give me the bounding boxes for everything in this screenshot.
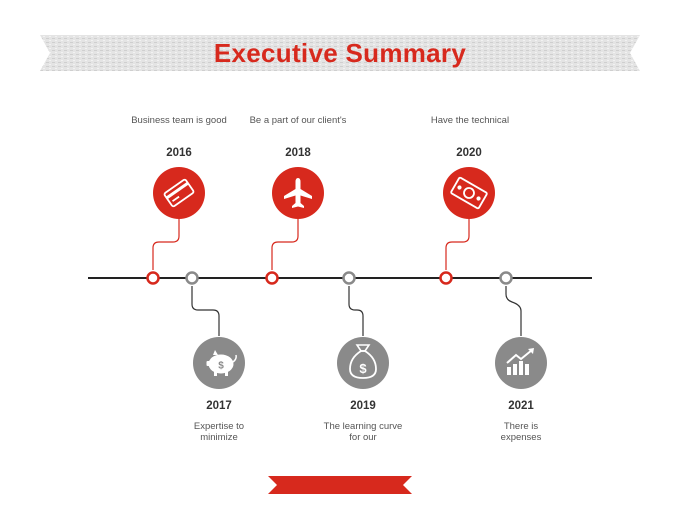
node-2016 <box>146 271 160 285</box>
connector-2020 <box>445 218 470 270</box>
connector-2016 <box>152 218 180 270</box>
milestone-text-2018: Be a part of our client's <box>249 115 347 126</box>
milestone-text-2019: The learning curve for our <box>323 421 403 443</box>
growth-chart-icon <box>495 337 547 389</box>
milestone-text-2021: There is expenses <box>500 421 542 443</box>
milestone-text-2017: Expertise to minimize <box>193 421 245 443</box>
connector-2018 <box>271 218 299 270</box>
svg-text:$: $ <box>218 361 224 372</box>
piggy-bank-icon: $ <box>193 337 245 389</box>
milestone-year-2021: 2021 <box>508 400 534 412</box>
credit-card-icon <box>153 167 205 219</box>
node-2019 <box>342 271 356 285</box>
airplane-icon <box>272 167 324 219</box>
node-2017 <box>185 271 199 285</box>
connector-2019 <box>348 286 364 336</box>
node-2020 <box>439 271 453 285</box>
node-2018 <box>265 271 279 285</box>
connector-2017 <box>191 286 220 336</box>
banknote-icon <box>443 167 495 219</box>
connector-2021 <box>505 286 522 336</box>
milestone-year-2019: 2019 <box>350 400 376 412</box>
page-title: Executive Summary <box>213 38 467 68</box>
milestone-text-2016: Business team is good <box>131 115 227 126</box>
svg-text:$: $ <box>359 361 367 376</box>
footer-ribbon <box>268 475 412 500</box>
title-banner: Executive Summary <box>40 33 640 73</box>
milestone-year-2018: 2018 <box>285 147 311 159</box>
milestone-text-2020: Have the technical <box>430 115 510 126</box>
milestone-year-2016: 2016 <box>166 147 192 159</box>
money-bag-icon: $ <box>337 337 389 389</box>
milestone-year-2020: 2020 <box>456 147 482 159</box>
node-2021 <box>499 271 513 285</box>
milestone-year-2017: 2017 <box>206 400 232 412</box>
